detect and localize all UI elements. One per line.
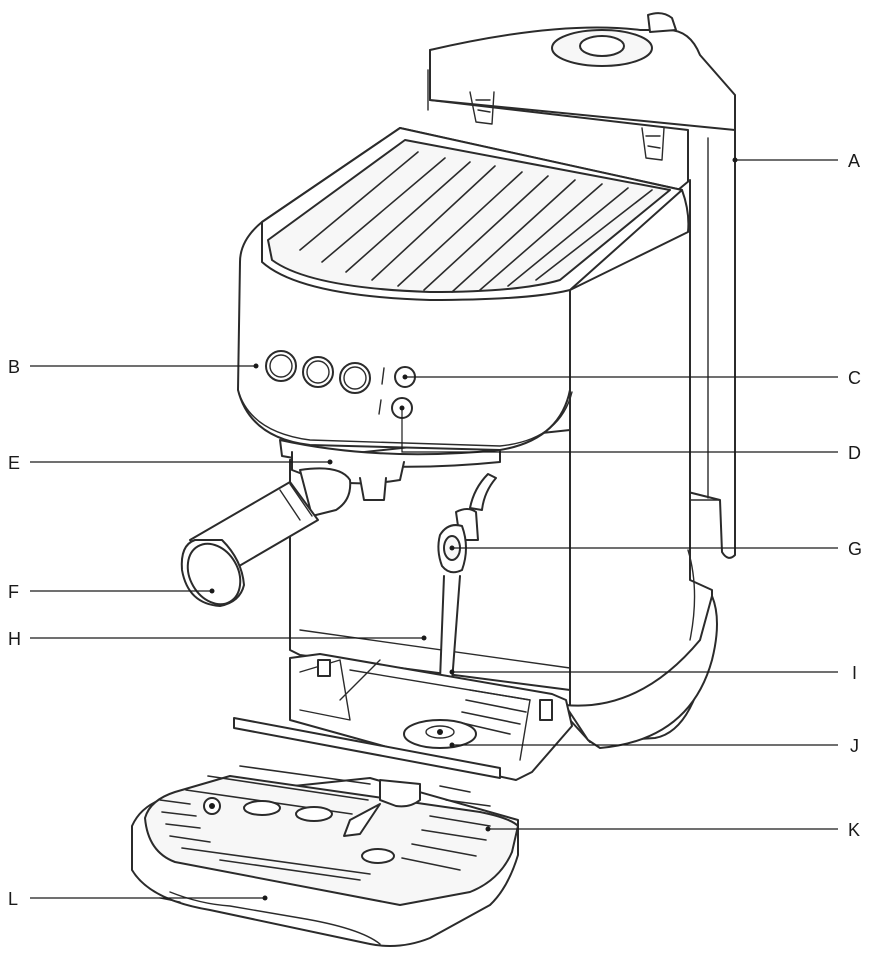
drip-tray[interactable] [131, 717, 519, 947]
label-l: L [8, 889, 18, 909]
water-tank [427, 12, 736, 559]
label-j: J [850, 736, 859, 756]
label-b: B [8, 357, 20, 377]
label-c: C [848, 368, 861, 388]
tank-clip-left-icon [469, 91, 495, 125]
label-h: H [8, 629, 21, 649]
machine-body [289, 179, 718, 749]
indicator-light-1 [381, 367, 385, 385]
portafilter[interactable] [177, 467, 352, 613]
label-g: G [848, 539, 862, 559]
label-f: F [8, 582, 19, 602]
label-e: E [8, 453, 20, 473]
leader-lines [30, 157, 838, 901]
label-a: A [848, 151, 860, 171]
indicator-light-2 [378, 399, 382, 415]
tank-clip-right-icon [641, 127, 665, 161]
label-i: I [852, 663, 857, 683]
drip-tray-base [289, 653, 573, 781]
label-k: K [848, 820, 860, 840]
tray-back-grille [457, 689, 531, 735]
callout-labels: A B C D E F G H I J K L [8, 151, 862, 909]
cup-warmer-grille [299, 151, 653, 293]
label-d: D [848, 443, 861, 463]
